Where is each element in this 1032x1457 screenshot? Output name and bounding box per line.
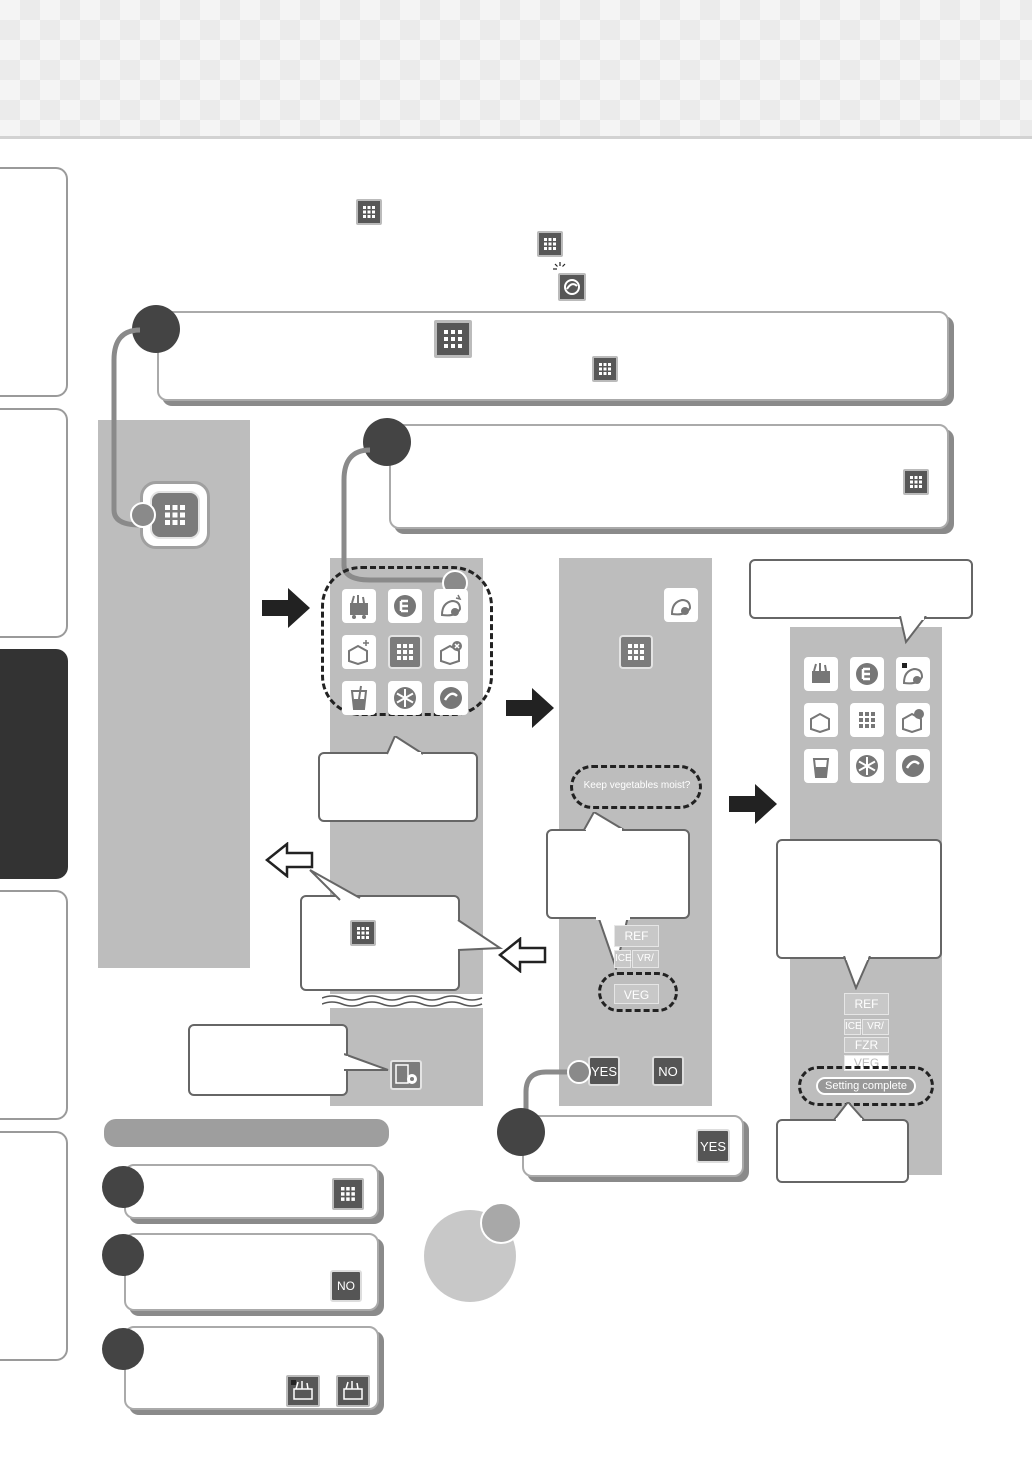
cancel-step-3-number [102, 1328, 144, 1370]
callout-bubble [318, 752, 478, 822]
callout-pointer [899, 616, 927, 645]
page-header-pattern [0, 0, 1032, 139]
decorative-circle-small [480, 1202, 522, 1244]
fzr-label: FZR [844, 1037, 889, 1053]
ice-stop-icon[interactable] [434, 635, 468, 669]
screen-break [322, 994, 490, 1008]
eco-mode-icon [850, 657, 884, 691]
yes-key-icon: YES [696, 1129, 730, 1163]
callout-pointer [309, 869, 504, 951]
eco-stop-icon [896, 749, 930, 783]
callout-pointer [833, 1102, 865, 1122]
menu-button[interactable] [150, 491, 200, 539]
menu-grid-icon [537, 231, 563, 257]
arrow-right-icon [729, 784, 777, 824]
arrow-left-hollow-icon [265, 842, 314, 878]
menu-grid-icon [165, 505, 185, 525]
setting-complete-message: Setting complete [816, 1077, 916, 1095]
menu-grid-icon [332, 1178, 364, 1210]
status-callout-bubble [776, 839, 942, 959]
no-button[interactable]: NO [652, 1056, 684, 1086]
step-2-number [363, 418, 411, 466]
vr-label: VR/ [632, 950, 659, 968]
settings-icon[interactable] [390, 1060, 422, 1090]
eco-blinking-icon [558, 273, 586, 301]
arrow-left-hollow-icon [498, 937, 547, 973]
veg-keep-icon [804, 657, 838, 691]
cancel-step-1-number [102, 1166, 144, 1208]
no-key-icon: NO [330, 1270, 362, 1302]
vr-label: VR/ [862, 1019, 889, 1035]
veg-keep-icon [336, 1375, 370, 1407]
menu-grid-icon [850, 703, 884, 737]
veg-keep-icon[interactable] [342, 589, 376, 623]
eco-mode-icon[interactable] [388, 589, 422, 623]
connector-line [111, 327, 160, 528]
side-tab-1[interactable] [0, 167, 68, 397]
highlight-ring [798, 1066, 934, 1106]
side-tab-5[interactable] [0, 1131, 68, 1361]
callout-pointer [583, 812, 625, 832]
arrow-right-icon [506, 688, 554, 728]
arrow-right-icon [262, 588, 310, 628]
prompt-message: Keep vegetables moist? [583, 780, 691, 791]
ref-label: REF [844, 993, 889, 1015]
quick-cool-icon [664, 588, 698, 622]
settings-callout-bubble [188, 1024, 348, 1096]
freezer-icon[interactable] [388, 681, 422, 715]
back-callout-bubble [300, 895, 460, 991]
blink-rays-icon [553, 262, 566, 270]
side-tab-4[interactable] [0, 890, 68, 1120]
ice-make-icon [804, 703, 838, 737]
ref-label: REF [614, 925, 659, 947]
cancel-step-2-number [102, 1234, 144, 1276]
step-1-panel [157, 311, 949, 401]
drink-cool-icon [804, 749, 838, 783]
menu-grid-icon [592, 356, 618, 382]
prompt-callout-bubble [546, 829, 690, 919]
ice-label: ICE [844, 1019, 862, 1035]
step-3-number [497, 1108, 545, 1156]
highlight-ring [570, 765, 702, 809]
side-tab-3-active[interactable] [0, 649, 68, 879]
ice-make-icon[interactable] [342, 635, 376, 669]
drink-cool-icon[interactable] [342, 681, 376, 715]
connector-dot [567, 1060, 591, 1084]
menu-grid-icon[interactable] [388, 635, 422, 669]
ice-label: ICE [614, 950, 632, 968]
yes-button[interactable]: YES [588, 1056, 620, 1086]
side-tab-2[interactable] [0, 408, 68, 638]
veg-keep-blinking-icon [286, 1375, 320, 1407]
highlight-ring [598, 972, 678, 1012]
eco-stop-icon[interactable] [434, 681, 468, 715]
callout-pointer [386, 736, 424, 756]
quick-cool-icon[interactable] [434, 589, 468, 623]
menu-grid-icon [350, 920, 376, 946]
veg-label: VEG [614, 984, 659, 1004]
quick-cool-active-icon [896, 657, 930, 691]
callout-pointer [843, 956, 871, 990]
menu-grid-icon [434, 320, 472, 358]
ice-stop-icon [896, 703, 930, 737]
complete-callout-bubble [776, 1119, 909, 1183]
indicator-callout-bubble [749, 559, 973, 619]
menu-grid-icon [356, 199, 382, 225]
menu-grid-icon [903, 469, 929, 495]
connector-line [523, 1069, 586, 1122]
menu-grid-icon [619, 635, 653, 669]
step-2-panel [389, 424, 949, 529]
freezer-icon [850, 749, 884, 783]
callout-pointer [344, 1053, 389, 1071]
connector-dot [130, 502, 156, 528]
cancel-section-header [104, 1119, 389, 1147]
